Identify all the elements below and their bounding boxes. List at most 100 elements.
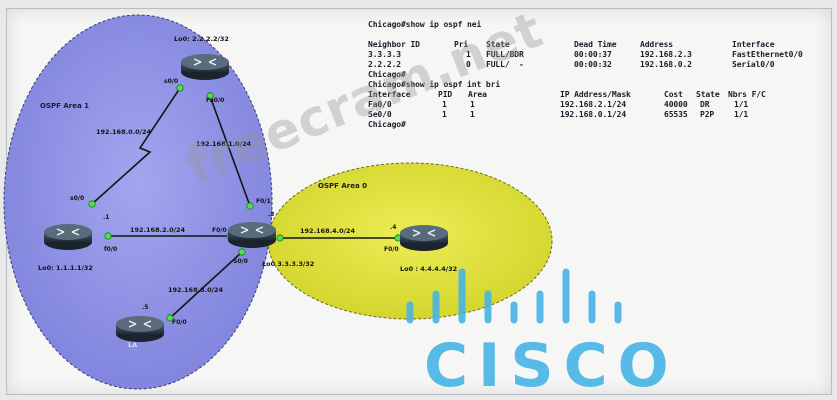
table-cell: 3.3.3.3 [368, 50, 402, 59]
router-arrows-icon [56, 228, 80, 236]
interface-row: Se0/0 1 1 192.168.0.1/24 65535 P2P 1/1 [368, 110, 828, 120]
interface-row: Fa0/0 1 1 192.168.2.1/24 40000 DR 1/1 [368, 100, 828, 110]
column-header: State [696, 90, 720, 99]
interface-label: .4 [390, 224, 396, 231]
interface-point [176, 84, 184, 92]
interface-label: .5 [142, 304, 148, 311]
interface-label: F0/0 [384, 246, 399, 253]
router-right-label: Lo0 : 4.4.4.4/32 [400, 265, 457, 273]
link-center-right-label: 192.168.4.0/24 [300, 227, 355, 235]
router-center[interactable] [228, 222, 276, 248]
column-header: Area [468, 90, 487, 99]
link-center-bottom [169, 251, 243, 319]
table-cell: 1 [470, 110, 475, 119]
column-header: Neighbor ID [368, 40, 420, 49]
column-header: Address [640, 40, 674, 49]
link-top-center-label: 192.168.1.0/24 [196, 140, 251, 148]
table-cell: Serial0/0 [732, 60, 775, 69]
table-cell: 1 [470, 100, 475, 109]
column-header: PID [438, 90, 453, 99]
interface-point [104, 232, 112, 240]
router-left-label: Lo0: 1.1.1.1/32 [38, 264, 93, 272]
router-arrows-icon [193, 58, 217, 66]
table-cell: 1 [466, 50, 471, 59]
table-cell: 00:00:32 [574, 60, 612, 69]
terminal-line: Chicago#show ip ospf int bri [368, 80, 828, 90]
table-cell: 192.168.0.1/24 [560, 110, 627, 119]
router-right[interactable] [400, 225, 448, 251]
area-0-label: OSPF Area 0 [318, 182, 367, 190]
cisco-logo-bars-icon [406, 268, 622, 324]
table-cell: 192.168.2.3 [640, 50, 692, 59]
terminal-line: Chicago#show ip ospf nei [368, 20, 828, 30]
neighbor-row: 3.3.3.3 1 FULL/BDR 00:00:37 192.168.2.3 … [368, 50, 828, 60]
interface-label: F0/0 [212, 227, 227, 234]
area-1-label: OSPF Area 1 [40, 102, 89, 110]
router-top-label: Lo0: 2.2.2.2/32 [174, 35, 229, 43]
interface-label: F0/1 [256, 198, 271, 205]
interface-label: s0/0 [164, 78, 178, 85]
interface-label: .3 [268, 211, 274, 218]
router-top[interactable] [181, 54, 229, 80]
table-cell: 00:00:37 [574, 50, 612, 59]
router-bottom[interactable] [116, 316, 164, 342]
table-cell: 1/1 [734, 100, 749, 109]
interface-label: S0/0 [233, 258, 248, 265]
router-center-label: Lo0 3.3.3.3/32 [262, 260, 314, 268]
table-cell: 0 [466, 60, 471, 69]
table-cell: 1 [442, 110, 447, 119]
router-bottom-label: LA [128, 341, 137, 349]
column-header: Interface [732, 40, 775, 49]
terminal-line: Chicago# [368, 70, 828, 80]
interface-point [246, 202, 254, 210]
table-cell: FULL/BDR [486, 50, 524, 59]
router-arrows-icon [240, 226, 264, 234]
terminal-line: Chicago# [368, 120, 828, 130]
link-center-bottom-label: 192.168.3.0/24 [168, 286, 223, 294]
table-cell: P2P [700, 110, 715, 119]
interface-header-row: Interface PID Area IP Address/Mask Cost … [368, 90, 828, 100]
table-cell: 192.168.2.1/24 [560, 100, 627, 109]
interface-point [206, 92, 214, 100]
column-header: Interface [368, 90, 411, 99]
column-header: Pri [454, 40, 469, 49]
table-cell: Fa0/0 [368, 100, 392, 109]
column-header: IP Address/Mask [560, 90, 631, 99]
command-text: Chicago#show ip ospf nei [368, 20, 482, 29]
column-header: State [486, 40, 510, 49]
interface-label: f0/0 [104, 246, 117, 253]
table-cell: DR [700, 100, 710, 109]
interface-point [88, 200, 96, 208]
table-cell: FULL/ - [486, 60, 524, 69]
link-top-center [209, 95, 251, 207]
prompt-text: Chicago# [368, 120, 406, 129]
prompt-text: Chicago# [368, 70, 406, 79]
interface-label: F0/0 [172, 319, 187, 326]
terminal-output: Chicago#show ip ospf nei Neighbor ID Pri… [368, 20, 828, 130]
router-arrows-icon [128, 320, 152, 328]
link-top-left [91, 87, 181, 205]
table-cell: 40000 [664, 100, 688, 109]
interface-label: Fa0/0 [206, 97, 224, 104]
cisco-logo-word: CISCO [424, 331, 679, 400]
interface-point [276, 234, 284, 242]
router-arrows-icon [412, 229, 436, 237]
table-cell: 2.2.2.2 [368, 60, 402, 69]
interface-label: s0/0 [70, 195, 84, 202]
ospf-area-1-region [3, 14, 273, 390]
column-header: Nbrs F/C [728, 90, 766, 99]
link-top-left-label: 192.168.0.0/24 [96, 128, 151, 136]
column-header: Dead Time [574, 40, 617, 49]
neighbor-row: 2.2.2.2 0 FULL/ - 00:00:32 192.168.0.2 S… [368, 60, 828, 70]
interface-label: .1 [103, 214, 109, 221]
router-left[interactable] [44, 224, 92, 250]
table-cell: FastEthernet0/0 [732, 50, 803, 59]
link-left-center-label: 192.168.2.0/24 [130, 226, 185, 234]
table-cell: Se0/0 [368, 110, 392, 119]
table-cell: 1 [442, 100, 447, 109]
column-header: Cost [664, 90, 683, 99]
neighbor-header-row: Neighbor ID Pri State Dead Time Address … [368, 40, 828, 50]
table-cell: 192.168.0.2 [640, 60, 692, 69]
